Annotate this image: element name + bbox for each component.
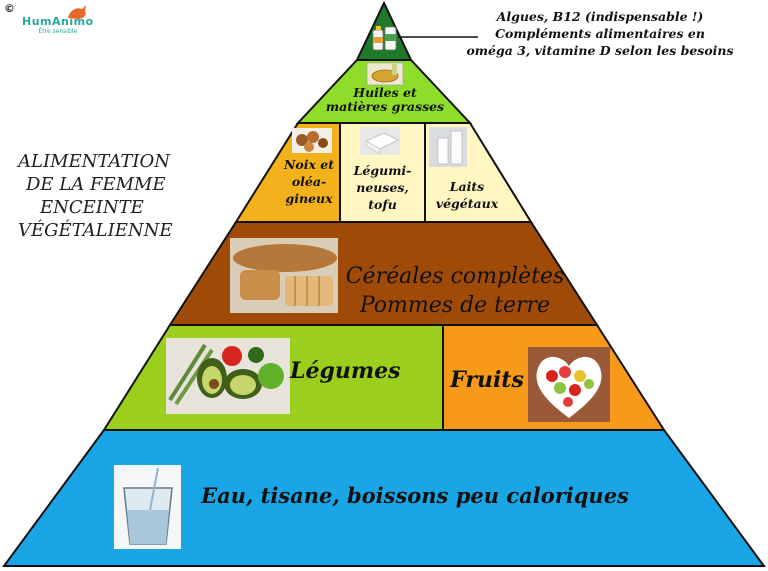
water-label: Eau, tisane, boissons peu caloriques [201, 483, 629, 508]
nuts-label: Noix et oléa- gineux [276, 156, 342, 207]
note-line: oméga 3, vitamine D selon les besoins [466, 43, 734, 58]
legumes-secs-label-line: neuses, [356, 180, 409, 195]
title-line: VÉGÉTALIENNE [18, 220, 173, 241]
cereals-label-line: Pommes de terre [359, 293, 551, 318]
milks-label: Laits végétaux [425, 178, 509, 212]
tofu-icon [360, 127, 400, 155]
title-line: ENCEINTE [40, 197, 144, 218]
cereals-label-line: Céréales complètes [345, 264, 565, 289]
note-line: Compléments alimentaires en [495, 26, 705, 41]
supplement-bottles-icon [372, 26, 397, 51]
logo: HumAnimo Être sensible [22, 5, 94, 35]
water-glass-icon [114, 465, 181, 549]
supplements-note: Algues, B12 (indispensable !) Complément… [440, 8, 760, 59]
legumes-secs-label: Légumi- neuses, tofu [340, 162, 425, 213]
title-line: DE LA FEMME [26, 174, 166, 195]
nuts-label-line: gineux [285, 191, 333, 206]
milks-label-line: Laits [449, 179, 485, 194]
fruits-label: Fruits [450, 367, 524, 393]
water-tier [2, 429, 766, 567]
logo-tagline: Être sensible [38, 28, 78, 35]
title-line: ALIMENTATION [18, 151, 171, 172]
legumes-secs-label-line: tofu [368, 197, 397, 212]
bread-icon [230, 238, 338, 313]
fox-logo-icon [68, 5, 86, 19]
oils-label-line: matières grasses [325, 99, 445, 115]
nuts-label-line: Noix et [283, 157, 335, 172]
milk-glass-icon [429, 127, 467, 167]
milks-label-line: végétaux [435, 196, 499, 211]
legumes-secs-label-line: Légumi- [353, 163, 412, 178]
legumes-secs-tier [339, 122, 426, 223]
oil-bowl-icon [366, 62, 404, 86]
copyright-mark: © [4, 2, 15, 15]
note-line: Algues, B12 (indispensable !) [496, 9, 704, 24]
vegetables-icon [166, 338, 290, 414]
fruit-bowl-icon [528, 347, 610, 422]
nuts-label-line: oléa- [291, 174, 327, 189]
nuts-icon [292, 128, 332, 153]
supplements-tier [355, 0, 413, 61]
oils-label-line: Huiles et [353, 85, 417, 100]
cereals-label: Céréales complètes Pommes de terre [340, 262, 570, 320]
oils-label: Huiles et matières grasses [300, 85, 470, 115]
vegetables-label: Légumes [290, 358, 401, 384]
diagram-title: ALIMENTATION DE LA FEMME ENCEINTE VÉGÉTA… [18, 150, 173, 242]
